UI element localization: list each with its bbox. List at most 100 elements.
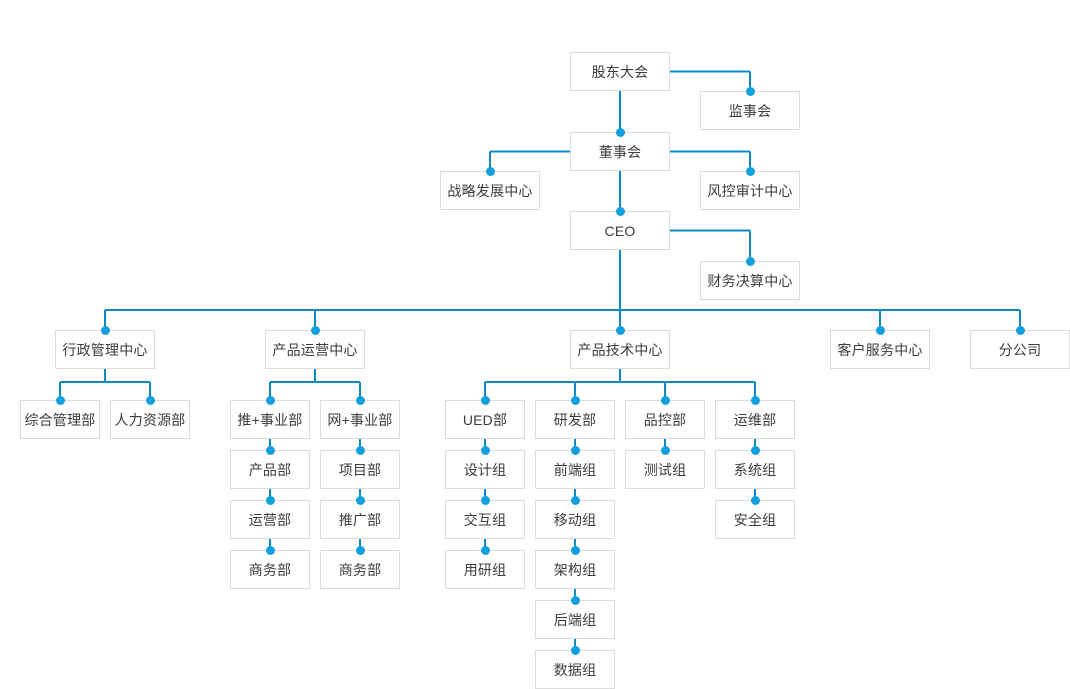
dot-general [55, 395, 65, 405]
org-node-qa[interactable]: 品控部 [625, 400, 705, 439]
org-node-customer[interactable]: 客户服务中心 [830, 330, 930, 369]
org-node-label: 客户服务中心 [837, 341, 923, 358]
org-node-label: 数据组 [553, 661, 597, 678]
org-node-label: 架构组 [553, 561, 597, 578]
org-node-shareholders[interactable]: 股东大会 [570, 52, 670, 91]
org-node-frontend[interactable]: 前端组 [535, 450, 615, 489]
dot-userresearch [480, 545, 490, 555]
org-node-label: 商务部 [338, 561, 382, 578]
dot-mobile [570, 495, 580, 505]
dot-designteam [480, 445, 490, 455]
dot-operation [265, 495, 275, 505]
org-node-label: 测试组 [643, 461, 687, 478]
dot-tuiplus [265, 395, 275, 405]
org-node-rnd[interactable]: 研发部 [535, 400, 615, 439]
org-node-label: 分公司 [998, 341, 1042, 358]
dot-qa [660, 395, 670, 405]
org-node-ceo[interactable]: CEO [570, 211, 670, 250]
org-node-label: 股东大会 [591, 63, 649, 80]
dot-supervisors [745, 86, 755, 96]
org-node-label: 后端组 [553, 611, 597, 628]
dot-projectdept [355, 445, 365, 455]
org-node-label: CEO [604, 222, 636, 239]
org-node-label: 研发部 [553, 411, 597, 428]
dot-hr [145, 395, 155, 405]
org-node-label: 产品技术中心 [577, 341, 663, 358]
org-node-label: 战略发展中心 [447, 182, 533, 199]
org-node-testteam[interactable]: 测试组 [625, 450, 705, 489]
org-node-tuiplus[interactable]: 推+事业部 [230, 400, 310, 439]
org-node-label: 安全组 [733, 511, 777, 528]
dot-testteam [660, 445, 670, 455]
org-node-supervisors[interactable]: 监事会 [700, 91, 800, 130]
org-node-label: 行政管理中心 [62, 341, 148, 358]
org-node-label: 人力资源部 [114, 411, 186, 428]
dot-security [750, 495, 760, 505]
org-node-label: 商务部 [248, 561, 292, 578]
org-node-label: UED部 [462, 411, 508, 428]
org-node-designteam[interactable]: 设计组 [445, 450, 525, 489]
org-node-architecture[interactable]: 架构组 [535, 550, 615, 589]
dot-ued [480, 395, 490, 405]
org-node-label: 综合管理部 [24, 411, 96, 428]
org-node-label: 财务决算中心 [707, 272, 793, 289]
org-node-interaction[interactable]: 交互组 [445, 500, 525, 539]
org-node-label: 网+事业部 [327, 411, 393, 428]
org-node-general[interactable]: 综合管理部 [20, 400, 100, 439]
org-node-mobile[interactable]: 移动组 [535, 500, 615, 539]
dot-promotion [355, 495, 365, 505]
org-node-operation[interactable]: 运营部 [230, 500, 310, 539]
dot-interaction [480, 495, 490, 505]
org-node-label: 项目部 [338, 461, 382, 478]
dot-architecture [570, 545, 580, 555]
org-node-business1[interactable]: 商务部 [230, 550, 310, 589]
dot-admin [100, 325, 110, 335]
org-node-systeam[interactable]: 系统组 [715, 450, 795, 489]
org-node-label: 前端组 [553, 461, 597, 478]
dot-ceo [615, 206, 625, 216]
org-node-label: 移动组 [553, 511, 597, 528]
dot-business2 [355, 545, 365, 555]
dot-strategy [485, 166, 495, 176]
org-node-devops[interactable]: 运维部 [715, 400, 795, 439]
org-node-label: 品控部 [643, 411, 687, 428]
dot-frontend [570, 445, 580, 455]
dot-systeam [750, 445, 760, 455]
org-node-finance[interactable]: 财务决算中心 [700, 261, 800, 300]
org-node-wangplus[interactable]: 网+事业部 [320, 400, 400, 439]
dot-branch [1015, 325, 1025, 335]
org-node-label: 用研组 [463, 561, 507, 578]
dot-finance [745, 256, 755, 266]
org-node-admin[interactable]: 行政管理中心 [55, 330, 155, 369]
dot-product [265, 445, 275, 455]
dot-prodops [310, 325, 320, 335]
org-node-prodops[interactable]: 产品运营中心 [265, 330, 365, 369]
dot-prodtech [615, 325, 625, 335]
org-node-label: 运营部 [248, 511, 292, 528]
org-node-strategy[interactable]: 战略发展中心 [440, 171, 540, 210]
org-node-datateam[interactable]: 数据组 [535, 650, 615, 689]
org-node-hr[interactable]: 人力资源部 [110, 400, 190, 439]
org-node-label: 董事会 [598, 143, 642, 160]
org-node-label: 风控审计中心 [707, 182, 793, 199]
org-node-projectdept[interactable]: 项目部 [320, 450, 400, 489]
dot-datateam [570, 645, 580, 655]
org-node-backend[interactable]: 后端组 [535, 600, 615, 639]
org-node-promotion[interactable]: 推广部 [320, 500, 400, 539]
org-node-board[interactable]: 董事会 [570, 132, 670, 171]
org-node-business2[interactable]: 商务部 [320, 550, 400, 589]
dot-riskaudit [745, 166, 755, 176]
org-node-product[interactable]: 产品部 [230, 450, 310, 489]
org-node-security[interactable]: 安全组 [715, 500, 795, 539]
org-node-riskaudit[interactable]: 风控审计中心 [700, 171, 800, 210]
org-node-label: 推+事业部 [237, 411, 303, 428]
org-node-ued[interactable]: UED部 [445, 400, 525, 439]
org-node-branch[interactable]: 分公司 [970, 330, 1070, 369]
dot-board [615, 127, 625, 137]
dot-rnd [570, 395, 580, 405]
org-node-userresearch[interactable]: 用研组 [445, 550, 525, 589]
dot-backend [570, 595, 580, 605]
org-node-label: 运维部 [733, 411, 777, 428]
org-node-prodtech[interactable]: 产品技术中心 [570, 330, 670, 369]
org-node-label: 系统组 [733, 461, 777, 478]
